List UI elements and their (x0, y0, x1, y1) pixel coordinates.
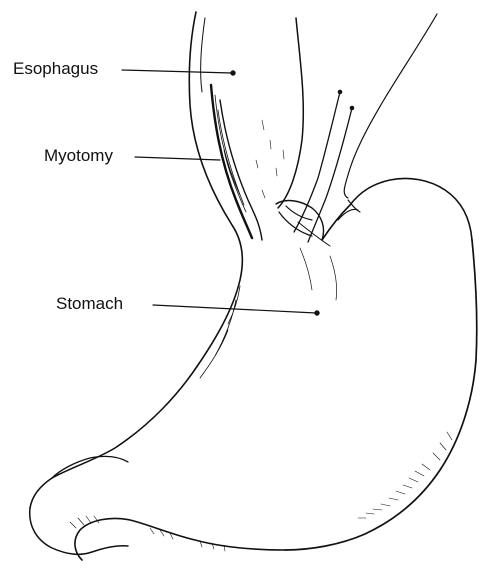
tissue-strand (201, 18, 205, 92)
esophagus-texture (256, 120, 284, 198)
label-esophagus: Esophagus (13, 60, 98, 77)
fundus-small-fold (338, 200, 360, 220)
myotomy-edge (211, 85, 252, 238)
esophagus-right-wall (278, 18, 303, 208)
tissue-strand (344, 14, 437, 198)
stomach-leader-dot (315, 311, 319, 315)
label-myotomy: Myotomy (44, 147, 113, 164)
retraction-tie (294, 92, 340, 232)
esophagus-leader-line (122, 70, 232, 73)
retraction-tie (308, 108, 352, 242)
tie-knot (350, 106, 354, 110)
label-stomach: Stomach (56, 295, 123, 312)
stomach-body-fold (300, 248, 337, 300)
tie-knot (338, 90, 342, 94)
esophagus-leader-dot (231, 71, 235, 75)
myotomy-leader-line (135, 157, 220, 160)
myotomy-shading (215, 95, 246, 212)
stomach-antrum (75, 518, 285, 560)
duodenal-stub (52, 456, 128, 478)
rugae-hatching (358, 432, 452, 518)
stomach-greater-curvature (285, 240, 477, 550)
ge-junction-fold (279, 206, 312, 236)
